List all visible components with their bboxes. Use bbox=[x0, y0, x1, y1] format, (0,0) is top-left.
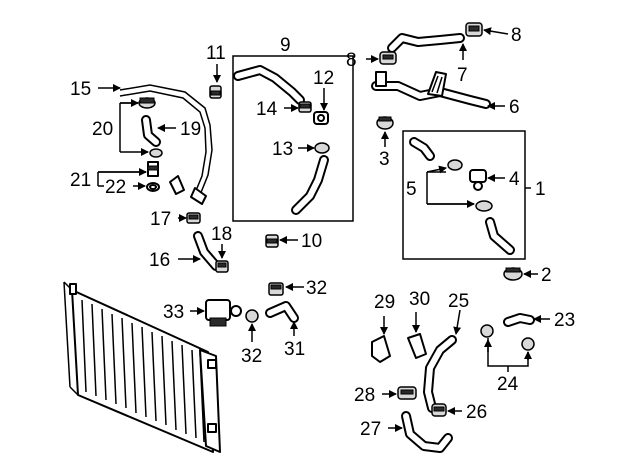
callout-16: 16 bbox=[149, 250, 170, 271]
hose-31 bbox=[265, 301, 299, 323]
bracket-29 bbox=[371, 335, 391, 363]
hose-7 bbox=[387, 33, 465, 53]
callout-13: 13 bbox=[272, 139, 293, 160]
clamp-24-left bbox=[480, 324, 494, 338]
callout-10: 10 bbox=[301, 231, 322, 252]
clamp-32-upper bbox=[268, 282, 284, 296]
callout-8a: 8 bbox=[346, 50, 357, 71]
callout-28: 28 bbox=[354, 385, 375, 406]
clamp-5-upper bbox=[447, 159, 463, 171]
hose-23 bbox=[503, 313, 535, 327]
callout-12: 12 bbox=[313, 68, 334, 89]
callout-25: 25 bbox=[448, 291, 469, 312]
clamp-18 bbox=[215, 260, 229, 273]
clamp-28 bbox=[397, 386, 417, 400]
o-ring-22 bbox=[146, 182, 160, 192]
hose-27 bbox=[401, 411, 453, 453]
bracket-30 bbox=[407, 333, 427, 359]
hose-9 bbox=[233, 65, 305, 105]
hose-1-upper bbox=[409, 137, 435, 161]
clamp-3 bbox=[376, 116, 394, 130]
callout-32b: 32 bbox=[241, 346, 262, 367]
clamp-5-lower bbox=[475, 200, 493, 212]
callout-30: 30 bbox=[409, 289, 430, 310]
callout-9: 9 bbox=[280, 35, 291, 56]
callout-33: 33 bbox=[163, 302, 184, 323]
callout-20: 20 bbox=[92, 119, 113, 140]
leader-lines bbox=[97, 27, 550, 432]
hose-15 bbox=[119, 84, 213, 205]
clamp-13 bbox=[314, 142, 330, 154]
hose-6 bbox=[371, 71, 491, 109]
clamp-11 bbox=[209, 85, 222, 99]
callout-23: 23 bbox=[554, 310, 575, 331]
hose-19 bbox=[141, 115, 161, 147]
callout-7: 7 bbox=[457, 65, 468, 86]
clamp-14 bbox=[298, 101, 312, 113]
hose-16 bbox=[193, 231, 221, 271]
radiator bbox=[63, 281, 221, 453]
hose-9-lower bbox=[291, 155, 329, 215]
pipe-25 bbox=[423, 335, 457, 413]
hose-1-lower bbox=[485, 217, 515, 255]
group-box-1 bbox=[402, 130, 526, 260]
clamp-8-left bbox=[379, 51, 397, 65]
fitting-21 bbox=[147, 161, 159, 177]
callout-8b: 8 bbox=[511, 25, 522, 46]
callout-1: 1 bbox=[535, 179, 546, 200]
callout-17: 17 bbox=[150, 209, 171, 230]
callout-26: 26 bbox=[466, 402, 487, 423]
group-box-9 bbox=[232, 55, 354, 222]
callout-21: 21 bbox=[70, 170, 91, 191]
callout-22: 22 bbox=[105, 177, 126, 198]
callout-18: 18 bbox=[211, 224, 232, 245]
clamp-2 bbox=[503, 267, 523, 281]
clamp-8-right bbox=[465, 22, 483, 37]
clamp-10 bbox=[265, 234, 279, 248]
clamp-26 bbox=[431, 403, 447, 417]
clamp-20 bbox=[138, 97, 156, 109]
clamp-24-right bbox=[521, 337, 535, 351]
callout-5: 5 bbox=[406, 179, 417, 200]
callout-32a: 32 bbox=[306, 278, 327, 299]
callout-24: 24 bbox=[497, 374, 519, 395]
callout-29: 29 bbox=[374, 292, 395, 313]
clamp-20-lower bbox=[149, 148, 163, 158]
fitting-12 bbox=[313, 111, 329, 125]
callout-15: 15 bbox=[70, 79, 91, 100]
fitting-4 bbox=[469, 169, 487, 191]
clamp-17 bbox=[186, 212, 201, 224]
callout-31: 31 bbox=[284, 339, 305, 360]
bracket-near-22 bbox=[169, 175, 185, 195]
callouts: 1 2 3 4 5 6 7 8 8 9 10 11 12 13 14 15 16… bbox=[70, 25, 575, 440]
callout-11: 11 bbox=[206, 43, 226, 64]
callout-3: 3 bbox=[379, 149, 390, 170]
pump-33 bbox=[205, 299, 242, 327]
callout-2: 2 bbox=[541, 265, 552, 286]
callout-14: 14 bbox=[256, 99, 278, 120]
callout-6: 6 bbox=[509, 97, 520, 118]
callout-4: 4 bbox=[509, 169, 520, 190]
callout-19: 19 bbox=[180, 119, 201, 140]
clamp-32-lower bbox=[245, 309, 259, 323]
callout-27: 27 bbox=[360, 419, 381, 440]
